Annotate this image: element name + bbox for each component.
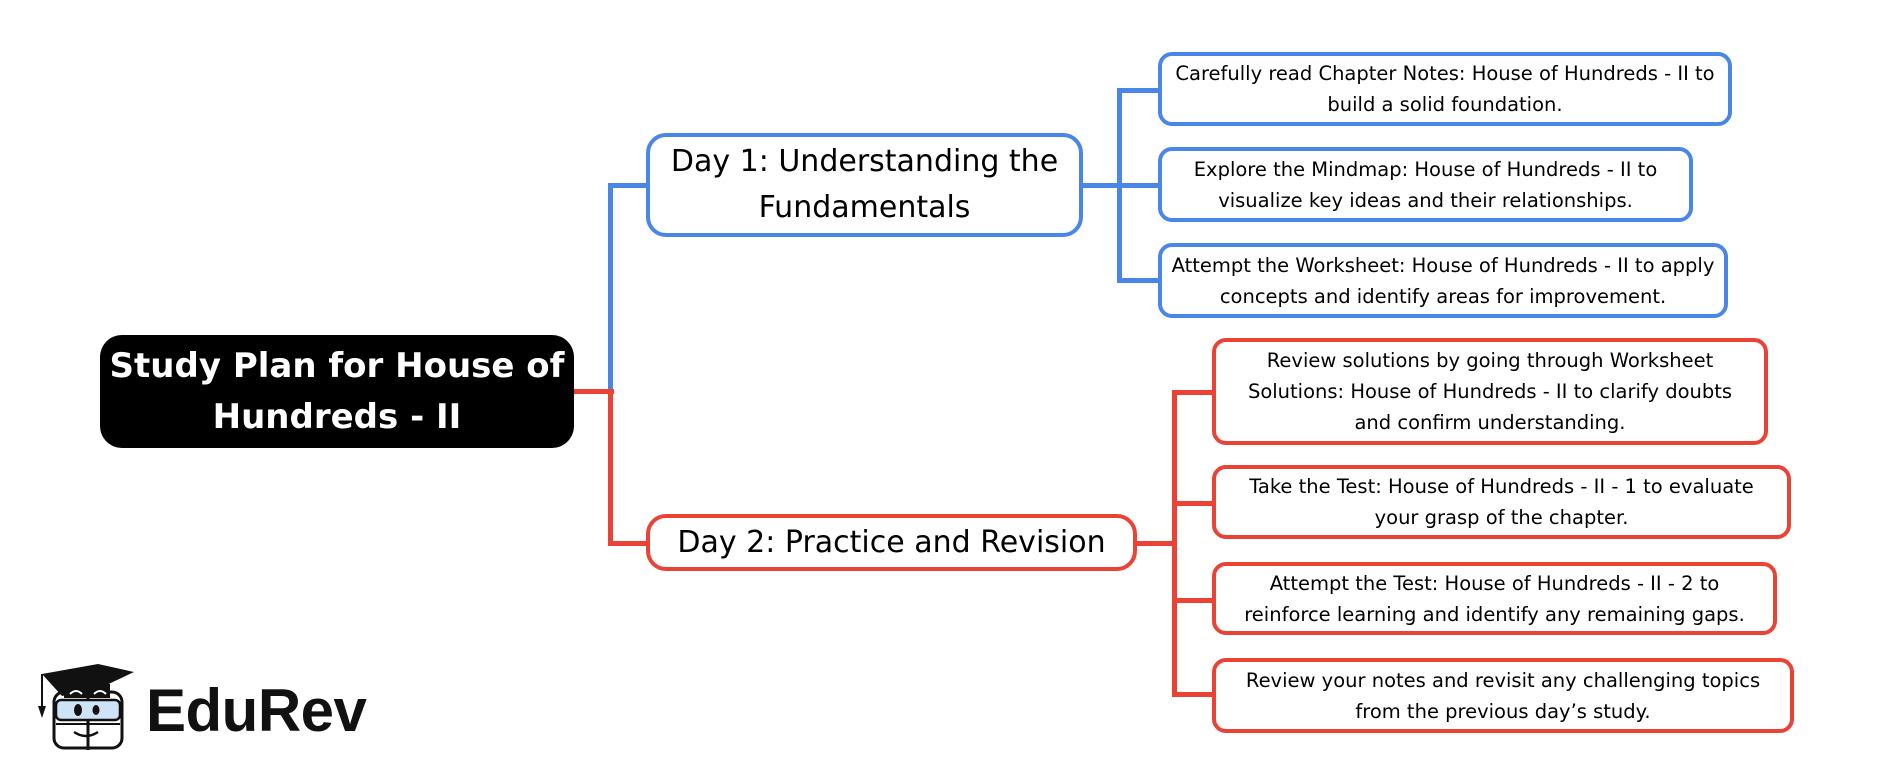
root-node[interactable]: Study Plan for House of Hundreds - II — [100, 335, 574, 448]
day1-label: Day 1: Understanding the Fundamentals — [670, 144, 1059, 225]
branch-day2-task4 — [1172, 692, 1216, 697]
day1-task-1[interactable]: Carefully read Chapter Notes: House of H… — [1158, 52, 1732, 126]
branch-day1-task3 — [1117, 278, 1161, 283]
day2-task-4[interactable]: Review your notes and revisit any challe… — [1212, 658, 1794, 733]
root-title: Study Plan for House of Hundreds - II — [109, 345, 565, 437]
connector-root — [574, 389, 614, 394]
trunk-day1 — [1117, 88, 1122, 283]
day1-task-3[interactable]: Attempt the Worksheet: House of Hundreds… — [1158, 243, 1728, 318]
trunk-left-day2 — [608, 389, 613, 546]
branch-day2-task1 — [1172, 390, 1216, 395]
trunk-left-day1 — [608, 183, 613, 391]
day2-node[interactable]: Day 2: Practice and Revision — [646, 514, 1137, 571]
task-text: Attempt the Worksheet: House of Hundreds… — [1171, 253, 1715, 308]
brand-name: EduRev — [146, 677, 367, 744]
branch-day2-task3 — [1172, 598, 1216, 603]
task-text: Review solutions by going through Worksh… — [1247, 349, 1733, 434]
graduation-cap-mascot-icon — [36, 662, 136, 752]
task-text: Carefully read Chapter Notes: House of H… — [1175, 62, 1715, 116]
connector-day1-out — [1083, 183, 1161, 188]
task-text: Take the Test: House of Hundreds - II - … — [1249, 475, 1754, 529]
day1-node[interactable]: Day 1: Understanding the Fundamentals — [646, 133, 1083, 237]
day2-label: Day 2: Practice and Revision — [677, 524, 1106, 560]
trunk-day2 — [1172, 390, 1177, 697]
day2-task-3[interactable]: Attempt the Test: House of Hundreds - II… — [1212, 562, 1777, 635]
day1-task-2[interactable]: Explore the Mindmap: House of Hundreds -… — [1158, 147, 1693, 222]
task-text: Explore the Mindmap: House of Hundreds -… — [1193, 157, 1658, 212]
connector-day2-out — [1137, 541, 1177, 546]
branch-day1-task1 — [1117, 88, 1161, 93]
task-text: Review your notes and revisit any challe… — [1245, 668, 1761, 723]
day2-task-2[interactable]: Take the Test: House of Hundreds - II - … — [1212, 465, 1791, 539]
branch-day2-task2 — [1172, 501, 1216, 506]
day2-task-1[interactable]: Review solutions by going through Worksh… — [1212, 338, 1768, 445]
connector-day1-in — [608, 183, 648, 188]
connector-day2-in — [608, 541, 648, 546]
task-text: Attempt the Test: House of Hundreds - II… — [1244, 571, 1745, 626]
